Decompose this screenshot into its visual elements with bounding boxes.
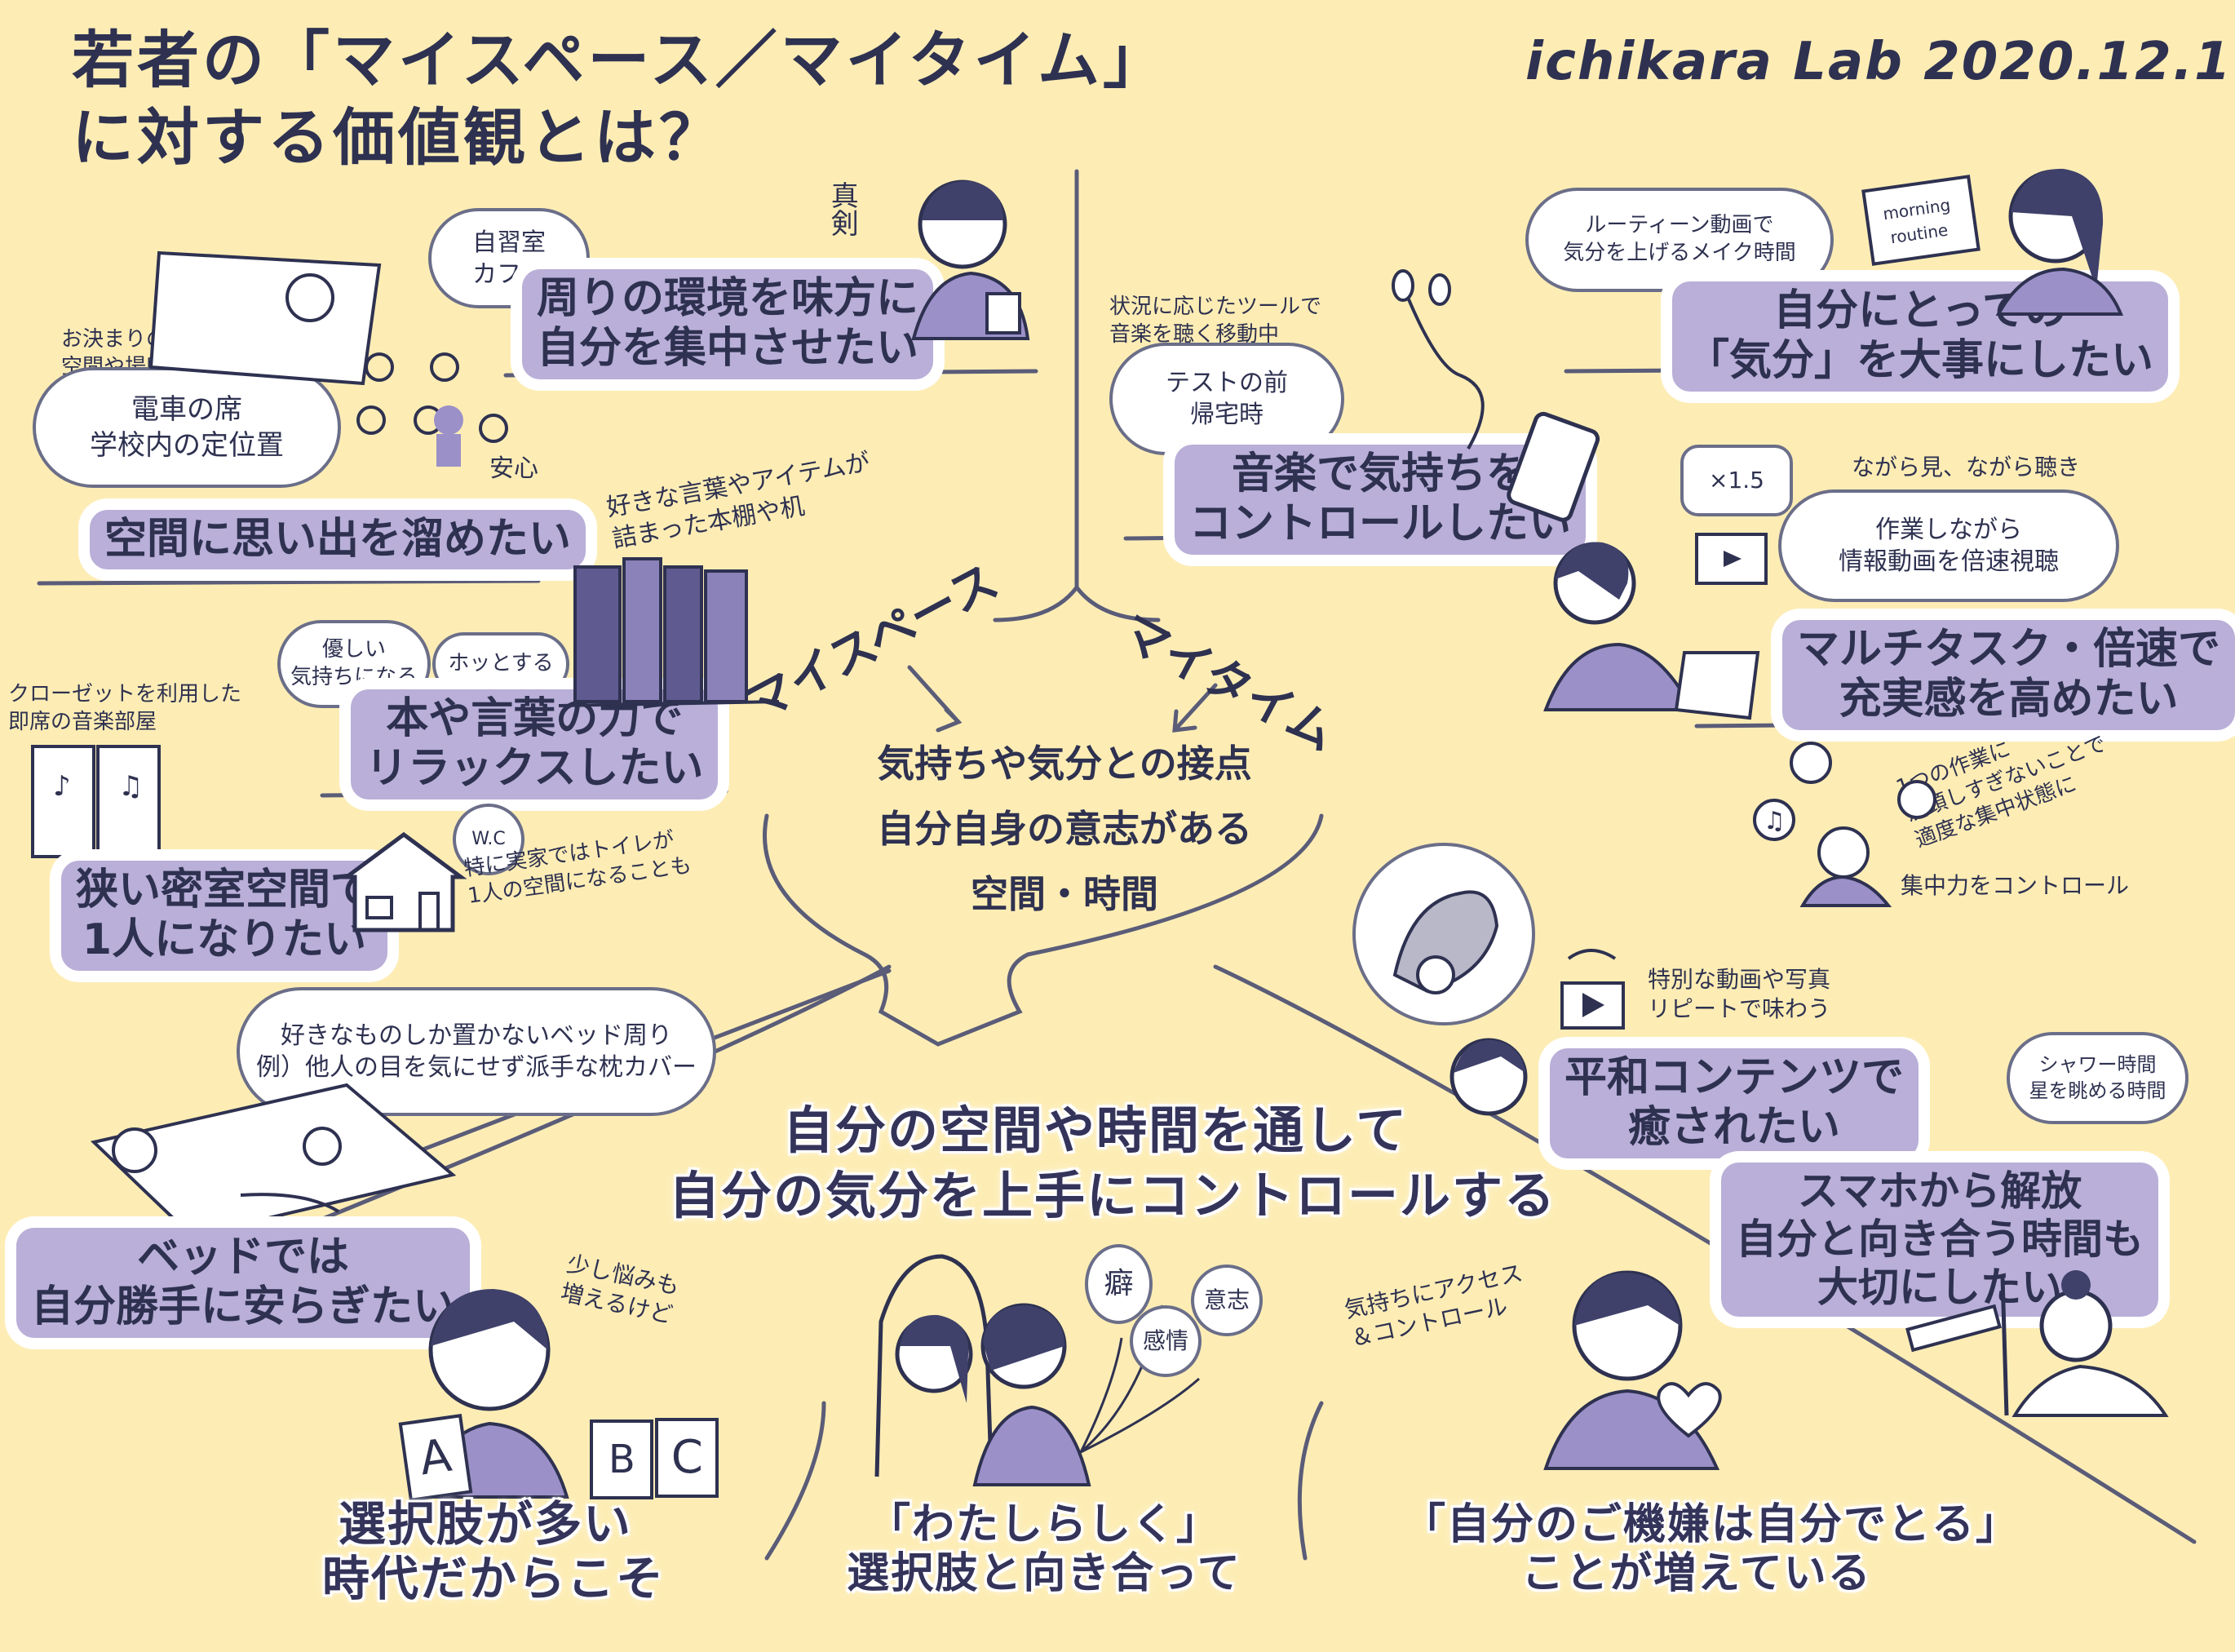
memory-bubble: 電車の席 学校内の定位置 [33,367,341,488]
summary-line1: 自分の空間や時間を通して [783,1101,1409,1160]
multi-bubble: 作業しながら 情報動画を倍速視聴 [1778,489,2119,602]
multi-headline: マルチタスク・倍速で 充実感を高めたい [1782,620,2235,730]
speed-bubble: ×1.5 [1680,445,1793,516]
house-icon [340,831,467,932]
earphones-phone-icon [1392,269,1600,522]
memory-tag: 安心 [489,454,538,483]
words-bubble-b: ホッとする [432,632,569,696]
choice-card-b: B [590,1419,654,1500]
memory-headline: 空間に思い出を溜めたい [90,510,586,570]
balloon-habit: 癖 [1085,1244,1153,1324]
page-title-line1: 若者の「マイスペース／マイタイム」 [72,24,1169,96]
credit-date: ichikara Lab 2020.12.1 [1525,32,2233,92]
triangle-right-line [1213,964,2197,1544]
words-bubble-a: 優しい 気持ちになる [277,620,431,708]
peace-headline: 平和コンテンツで 癒されたい [1550,1048,1919,1158]
focused-person-icon [911,179,1030,340]
closet-headline: 狭い密室空間で 1人になりたい [61,861,388,971]
choice-card-a: A [398,1414,473,1503]
cat-bubble-icon [1352,843,1535,1025]
core-line2: 自分自身の意志がある [877,807,1252,851]
divider-right [1297,1401,1324,1561]
heart-person-icon [1543,1270,1722,1470]
balloon-emotion: 感情 [1130,1305,1202,1377]
bookshelf-icon [558,557,780,707]
closet-icon: ♪ ♫ [31,745,161,858]
focus-tag: 真剣 [825,181,859,237]
multi-caption: ながら見、ながら聴き [1852,454,2081,481]
svg-text:♪: ♪ [53,770,71,803]
bed-headline: ベッドでは 自分勝手に安らぎたい [16,1228,471,1338]
underline-memory [37,578,541,586]
center-branch-right [1074,585,1161,622]
svg-text:♫: ♫ [1764,807,1786,835]
music-caption: 状況に応じたツールで 音楽を聴く移動中 [1109,295,1322,347]
bath-person-icon [1905,1270,2169,1417]
page-title-line2: に対する価値観とは？ [72,101,724,174]
music-headline: 音楽で気持ちを コントロールしたい [1175,445,1587,555]
music-bubble: テストの前 帰宅時 [1109,343,1344,455]
divider-left [764,1401,826,1561]
core-line1: 気持ちや気分との接点 [877,742,1252,786]
multitask-person-icon [1543,533,1768,720]
words-headline: 本や言葉の力で リラックスしたい [351,689,719,799]
peace-person-icon [1449,1038,1528,1116]
bed-icon [90,1083,457,1238]
focus-headline: 周りの環境を味方に 自分を集中させたい [522,269,934,379]
control-label: 集中力をコントロール [1901,872,2130,899]
arc-arrow-right-head [1172,709,1197,733]
arc-arrow-left-head [936,707,963,733]
svg-text:♫: ♫ [118,770,143,803]
balloon-will: 意志 [1191,1264,1263,1336]
closet-caption: クローゼットを利用した 即席の音楽部屋 [8,682,242,734]
self-headline: 「わたしらしく」 選択肢と向き合って [847,1500,1241,1598]
center-branch-left [993,585,1079,622]
phone-bubble: シャワー時間 星を眺める時間 [2007,1032,2189,1124]
concentration-person-icon: ♫ [1753,742,1936,907]
summary-line2: 自分の気分を上手にコントロールする [669,1166,1557,1225]
arc-arrow-right [1172,683,1218,733]
classroom-icon [148,250,508,467]
makeup-person-icon: morning routine [1861,168,2123,316]
wc-bubble: W.C [453,804,524,875]
choice-card-c: C [655,1418,719,1499]
choices-headline: 選択肢が多い 時代だからこそ [322,1496,666,1606]
central-arrow [763,813,1324,1047]
peace-side-note: 特別な動画や写真 リピートで味わう [1648,966,1831,1023]
core-line3: 空間・時間 [971,872,1158,916]
mood-bubble: ルーティーン動画で 気分を上げるメイク時間 [1525,188,1834,292]
repeat-play-icon [1560,949,1625,1030]
mood-headline-bottom: 「自分のご機嫌は自分でとる」 ことが増えている [1403,1500,2020,1598]
thinking-person-icon [422,1289,569,1499]
